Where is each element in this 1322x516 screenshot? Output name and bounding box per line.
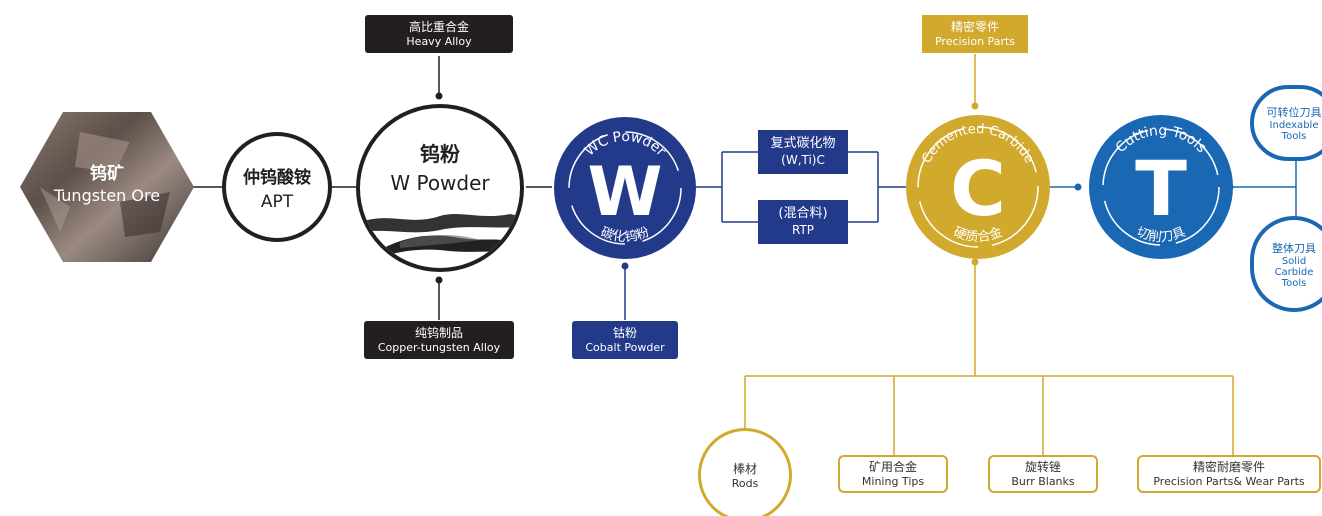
tungsten-ore-zh: 钨矿 bbox=[90, 164, 124, 185]
tungsten-ore-en: Tungsten Ore bbox=[53, 185, 161, 205]
apt-zh: 仲钨酸铵 bbox=[243, 167, 311, 188]
solid-en1: Solid bbox=[1281, 255, 1307, 267]
ct-glyph: T bbox=[1135, 144, 1187, 233]
solid-en3: Tools bbox=[1281, 277, 1307, 289]
complex-carbide-label: 复式碳化物 (W,Ti)C bbox=[758, 130, 848, 174]
apt-en: APT bbox=[260, 191, 294, 212]
w-powder-zh: 钨粉 bbox=[420, 142, 460, 166]
wear-zh: 精密耐磨零件 bbox=[1192, 459, 1265, 474]
heavy-alloy-zh: 高比重合金 bbox=[408, 19, 469, 34]
solid-en2: Carbide bbox=[1274, 266, 1314, 278]
copper-tungsten-zh: 纯钨制品 bbox=[414, 325, 463, 340]
tungsten-ore-hexagon bbox=[20, 112, 194, 262]
indexable-en1: Indexable bbox=[1269, 120, 1319, 131]
burr-en: Burr Blanks bbox=[1011, 474, 1075, 488]
indexable-tools-node: 可转位刀具 Indexable Tools bbox=[1250, 85, 1322, 161]
solid-carbide-tools-node: 整体刀具 Solid Carbide Tools bbox=[1250, 216, 1322, 312]
precision-parts-zh: 精密零件 bbox=[950, 19, 999, 34]
rtp-label: (混合料) RTP bbox=[758, 200, 848, 244]
cobalt-zh: 钴粉 bbox=[612, 325, 637, 340]
burr-zh: 旋转锉 bbox=[1024, 459, 1061, 474]
cc-glyph: C bbox=[950, 144, 1006, 233]
copper-tungsten-en: Copper-tungsten Alloy bbox=[377, 340, 501, 354]
indexable-zh: 可转位刀具 bbox=[1266, 106, 1322, 119]
tungsten-ore-label: 钨矿 Tungsten Ore bbox=[20, 150, 194, 220]
heavy-alloy-en: Heavy Alloy bbox=[406, 34, 472, 48]
cobalt-label: 钴粉 Cobalt Powder bbox=[572, 321, 678, 359]
mining-tips-node: 矿用合金 Mining Tips bbox=[838, 455, 948, 493]
rods-node: 棒材 Rods bbox=[698, 428, 792, 516]
copper-tungsten-label: 纯钨制品 Copper-tungsten Alloy bbox=[364, 321, 514, 359]
rtp-zh: (混合料) bbox=[778, 206, 828, 222]
cutting-tools-circle: Cutting Tools 切削刀具 T bbox=[1089, 115, 1233, 259]
rods-en: Rods bbox=[731, 477, 759, 490]
ct-arc-bottom: 切削刀具 bbox=[1134, 225, 1187, 245]
powder-pile-illustration bbox=[360, 214, 520, 260]
heavy-alloy-label: 高比重合金 Heavy Alloy bbox=[365, 15, 513, 53]
wc-arc-bottom: 碳化钨粉 bbox=[598, 225, 651, 246]
burr-blanks-node: 旋转锉 Burr Blanks bbox=[988, 455, 1098, 493]
rods-zh: 棒材 bbox=[732, 462, 757, 476]
wear-en: Precision Parts& Wear Parts bbox=[1153, 474, 1305, 488]
wc-powder-circle: WC Powder 碳化钨粉 W bbox=[554, 117, 696, 259]
precision-parts-label: 精密零件 Precision Parts bbox=[922, 15, 1028, 53]
complex-carbide-en: (W,Ti)C bbox=[781, 152, 825, 167]
wear-parts-node: 精密耐磨零件 Precision Parts& Wear Parts bbox=[1137, 455, 1321, 493]
mining-en: Mining Tips bbox=[861, 474, 925, 488]
w-powder-en: W Powder bbox=[390, 171, 490, 195]
rtp-en: RTP bbox=[791, 222, 815, 237]
mining-zh: 矿用合金 bbox=[868, 459, 917, 474]
precision-parts-en: Precision Parts bbox=[934, 34, 1016, 48]
cemented-carbide-circle: Cemented Carbide 硬质合金 C bbox=[906, 115, 1050, 259]
solid-zh: 整体刀具 bbox=[1272, 241, 1316, 255]
cc-arc-bottom: 硬质合金 bbox=[951, 224, 1004, 245]
w-powder-circle: 钨粉 W Powder bbox=[356, 104, 524, 272]
complex-carbide-zh: 复式碳化物 bbox=[770, 136, 836, 152]
apt-circle: 仲钨酸铵 APT bbox=[222, 132, 332, 242]
wc-glyph: W bbox=[587, 153, 662, 232]
cobalt-en: Cobalt Powder bbox=[585, 340, 665, 354]
indexable-en2: Tools bbox=[1281, 131, 1307, 142]
